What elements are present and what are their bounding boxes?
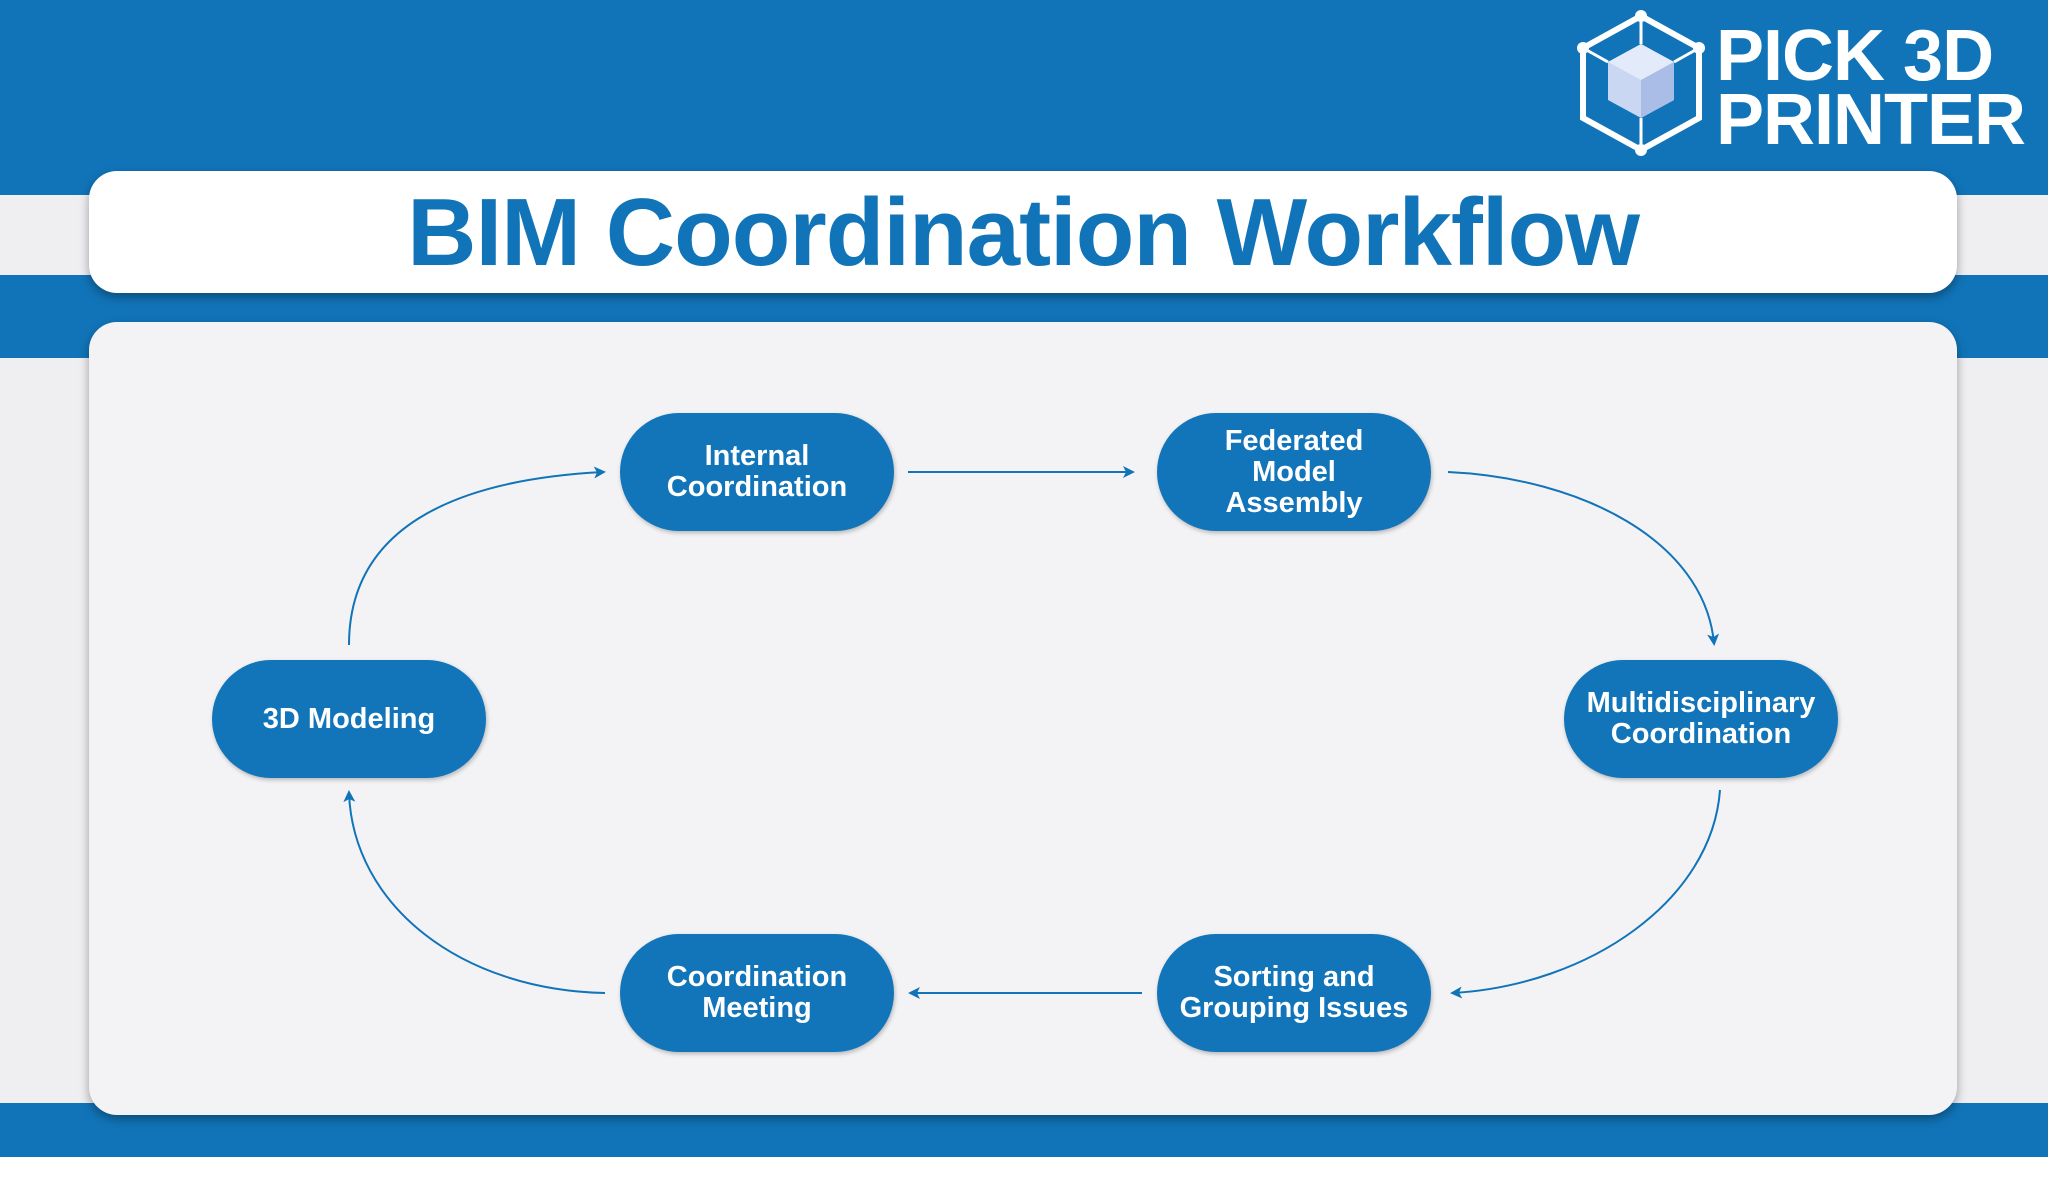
edge-meeting-to-modeling	[343, 790, 606, 994]
title-card: BIM Coordination Workflow	[89, 171, 1957, 293]
brand-logo: PICK 3D PRINTER	[1566, 8, 2036, 158]
node-label: Federated Model Assembly	[1224, 424, 1364, 519]
logo-text-line2: PRINTER	[1716, 80, 2026, 160]
node-sorting-grouping-issues: Sorting and Grouping Issues	[1157, 934, 1431, 1052]
bottom-margin	[0, 1157, 2048, 1177]
header-band	[0, 0, 2048, 195]
logo-text-line1: PICK 3D	[1716, 16, 1994, 96]
node-label: Multidisciplinary Coordination	[1586, 687, 1816, 750]
edge-federated-to-multi	[1447, 471, 1720, 646]
edge-modeling-to-internal	[348, 466, 606, 646]
node-label: Internal Coordination	[666, 440, 848, 503]
node-federated-model-assembly: Federated Model Assembly	[1157, 413, 1431, 531]
node-multidisciplinary-coordination: Multidisciplinary Coordination	[1564, 660, 1838, 778]
edge-multi-to-sorting	[1450, 789, 1721, 999]
node-label: 3D Modeling	[262, 702, 436, 735]
node-label: Coordination Meeting	[666, 961, 848, 1024]
cube-icon	[1577, 10, 1705, 156]
node-3d-modeling: 3D Modeling	[212, 660, 486, 778]
node-coordination-meeting: Coordination Meeting	[620, 934, 894, 1052]
node-internal-coordination: Internal Coordination	[620, 413, 894, 531]
page-title: BIM Coordination Workflow	[407, 179, 1640, 286]
node-label: Sorting and Grouping Issues	[1179, 961, 1409, 1024]
